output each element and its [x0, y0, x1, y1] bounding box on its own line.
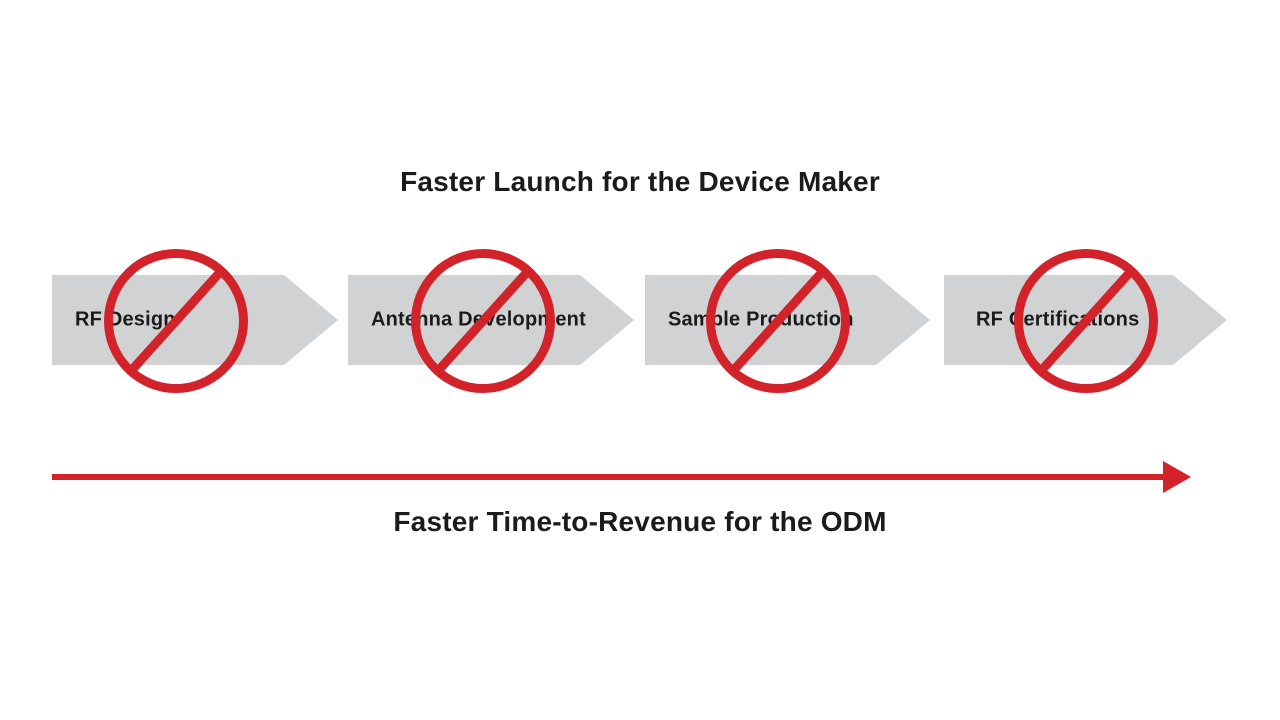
arrow-right-icon	[1163, 461, 1191, 493]
no-symbol-icon	[1014, 249, 1158, 393]
no-symbol-icon	[104, 249, 248, 393]
no-symbol-slash	[128, 268, 224, 374]
no-symbol-icon	[706, 249, 850, 393]
no-symbol-icon	[411, 249, 555, 393]
bottom-caption: Faster Time-to-Revenue for the ODM	[393, 506, 887, 537]
no-symbol-slash	[435, 268, 531, 374]
stage-rf-design: RF Design	[52, 249, 338, 393]
stage-antenna-development: Antenna Development	[348, 249, 634, 393]
no-symbol-slash	[730, 268, 826, 374]
stage-rf-certifications: RF Certifications	[944, 249, 1227, 393]
no-symbol-slash	[1038, 268, 1134, 374]
top-title: Faster Launch for the Device Maker	[400, 166, 880, 197]
timeline-arrow-line	[52, 474, 1165, 480]
stage-sample-production: Sample Production	[645, 249, 930, 393]
